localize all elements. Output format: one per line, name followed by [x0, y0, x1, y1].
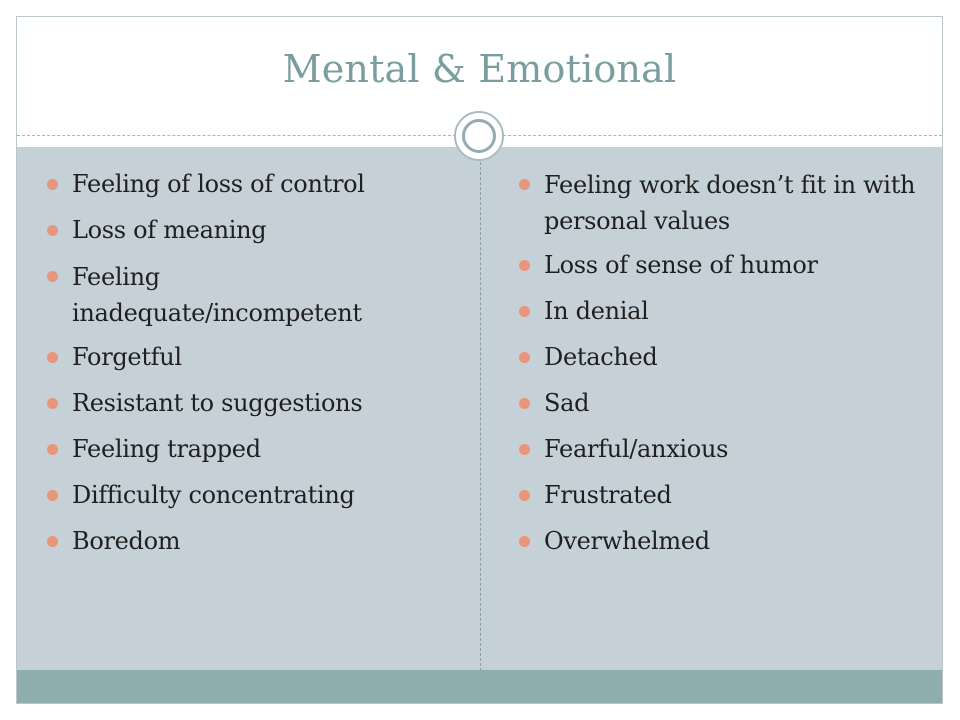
- bullet-dot-icon: [47, 179, 58, 190]
- list-item-text: Feeling of loss of control: [72, 170, 365, 198]
- ring-inner-circle: [462, 119, 496, 153]
- bullet-dot-icon: [47, 536, 58, 547]
- list-item: Feeling trapped: [47, 432, 467, 467]
- bullet-dot-icon: [47, 490, 58, 501]
- list-item-text: Loss of sense of humor: [544, 251, 818, 279]
- column-divider: [480, 147, 481, 671]
- list-item: Loss of meaning: [47, 213, 467, 248]
- content-panel: Feeling of loss of control Loss of meani…: [17, 147, 942, 671]
- list-item: Boredom: [47, 524, 467, 559]
- ring-ornament-icon: [454, 111, 504, 161]
- list-item-text: Fearful/anxious: [544, 435, 729, 463]
- list-item: Detached: [519, 340, 929, 375]
- list-item-text: Loss of meaning: [72, 216, 267, 244]
- list-item: Forgetful: [47, 340, 467, 375]
- bullet-dot-icon: [519, 260, 530, 271]
- footer-bar: [17, 670, 942, 703]
- list-item: Frustrated: [519, 478, 929, 513]
- list-item-text: Difficulty concentrating: [72, 481, 355, 509]
- list-item-text: Boredom: [72, 527, 181, 555]
- slide: Mental & Emotional Feeling of loss of co…: [16, 16, 943, 704]
- list-item: Loss of sense of humor: [519, 248, 929, 283]
- list-item-text: Overwhelmed: [544, 527, 710, 555]
- list-item: Difficulty concentrating: [47, 478, 467, 513]
- list-item: Feeling inadequate/incompetent: [47, 259, 467, 331]
- list-item-text: In denial: [544, 297, 649, 325]
- list-item: Resistant to suggestions: [47, 386, 467, 421]
- list-item-text: Frustrated: [544, 481, 672, 509]
- list-item-text: Resistant to suggestions: [72, 389, 363, 417]
- right-bullet-list: Feeling work doesn’t fit in with persona…: [519, 167, 929, 570]
- bullet-dot-icon: [519, 352, 530, 363]
- bullet-dot-icon: [519, 306, 530, 317]
- list-item: Feeling of loss of control: [47, 167, 467, 202]
- bullet-dot-icon: [519, 398, 530, 409]
- left-bullet-list: Feeling of loss of control Loss of meani…: [47, 167, 467, 570]
- bullet-dot-icon: [47, 225, 58, 236]
- bullet-dot-icon: [519, 444, 530, 455]
- list-item-text: Sad: [544, 389, 590, 417]
- bullet-dot-icon: [519, 536, 530, 547]
- bullet-dot-icon: [47, 398, 58, 409]
- list-item: In denial: [519, 294, 929, 329]
- list-item-text: Feeling work doesn’t fit in with persona…: [544, 171, 916, 235]
- list-item-text: Forgetful: [72, 343, 182, 371]
- bullet-dot-icon: [519, 490, 530, 501]
- list-item-text: Feeling inadequate/incompetent: [72, 263, 362, 327]
- bullet-dot-icon: [47, 271, 58, 282]
- bullet-dot-icon: [47, 444, 58, 455]
- list-item: Feeling work doesn’t fit in with persona…: [519, 167, 929, 239]
- title-area: Mental & Emotional: [17, 17, 942, 135]
- bullet-dot-icon: [519, 179, 530, 190]
- list-item: Sad: [519, 386, 929, 421]
- list-item-text: Detached: [544, 343, 658, 371]
- list-item-text: Feeling trapped: [72, 435, 261, 463]
- list-item: Fearful/anxious: [519, 432, 929, 467]
- list-item: Overwhelmed: [519, 524, 929, 559]
- bullet-dot-icon: [47, 352, 58, 363]
- slide-title: Mental & Emotional: [282, 47, 677, 91]
